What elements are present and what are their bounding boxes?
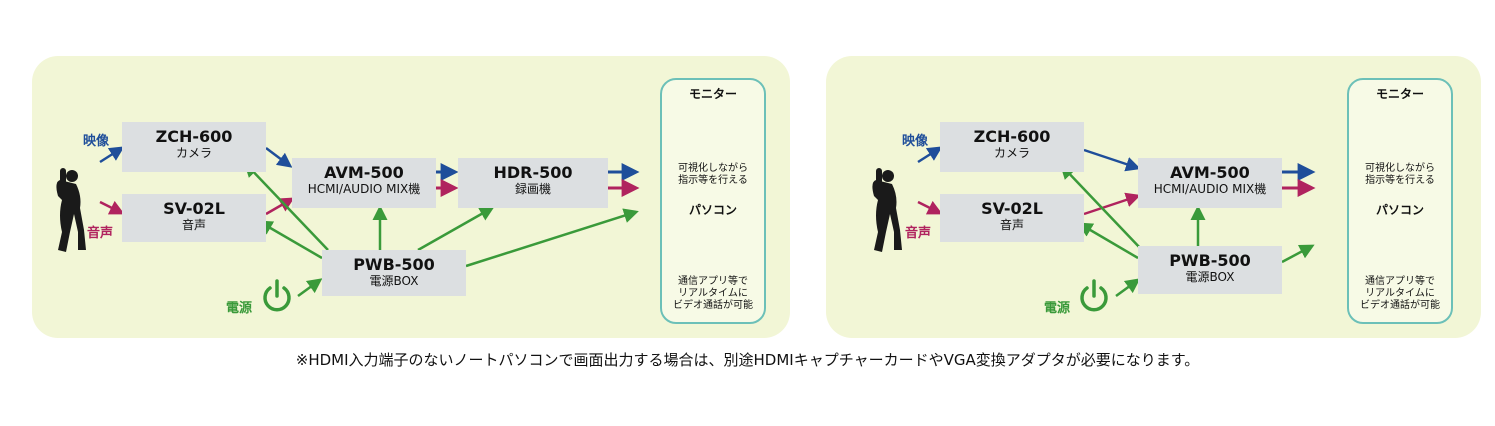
input-video-label: 映像 (83, 134, 110, 149)
zch-600-box: ZCH-600 カメラ (122, 122, 266, 172)
arrow-pwb-out-left (465, 208, 639, 268)
arrow-power-pwb-right (1115, 278, 1141, 298)
pc-desc-2: リアルタイムに (1365, 288, 1435, 299)
pwb-desc: 電源BOX (369, 274, 419, 288)
sv-desc: 音声 (181, 218, 206, 232)
arrow-zch-avm-right (1083, 148, 1141, 172)
pwb-model: PWB-500 (1169, 251, 1251, 270)
monitor-title: モニター (688, 87, 737, 101)
pc-desc-3: ビデオ通話が可能 (673, 300, 753, 311)
arrow-sv-avm-left (265, 197, 295, 216)
arrow-video-in-right (917, 146, 943, 164)
zch-600-box: ZCH-600 カメラ (940, 122, 1084, 172)
power-label: 電源 (226, 301, 253, 316)
pc-desc-2: リアルタイムに (678, 288, 748, 299)
avm-desc: HCMI/AUDIO MIX機 (307, 182, 421, 196)
arrow-audio-in-right (917, 200, 943, 215)
pc-desc-1: 通信アプリ等で (1365, 276, 1435, 287)
power-label: 電源 (1044, 301, 1071, 316)
avm-500-box: AVM-500 HCMI/AUDIO MIX機 (292, 158, 436, 208)
footnote: ※HDMI入力端子のないノートパソコンで画面出力する場合は、別途HDMIキャプチ… (295, 351, 1200, 369)
arrow-sv-avm-right (1083, 192, 1141, 216)
power-icon (263, 279, 291, 312)
avm-desc: HCMI/AUDIO MIX機 (1153, 182, 1267, 196)
zch-model: ZCH-600 (973, 127, 1051, 146)
sv-model: SV-02L (981, 199, 1043, 218)
pwb-500-box: PWB-500 電源BOX (322, 250, 466, 296)
pc-desc-3: ビデオ通話が可能 (1360, 300, 1440, 311)
arrow-pwb-sv-right (1077, 222, 1139, 260)
monitor-desc-1: 可視化しながら (678, 163, 748, 174)
input-audio-label: 音声 (905, 226, 932, 241)
arrow-pwb-zch-left (243, 161, 329, 251)
diver-icon (872, 168, 902, 252)
avm-model: AVM-500 (1170, 163, 1250, 182)
monitor-desc-2: 指示等を行える (678, 175, 748, 186)
arrow-video-in-left (99, 146, 125, 164)
sv-02l-box: SV-02L 音声 (940, 194, 1084, 242)
sv-02l-box: SV-02L 音声 (122, 194, 266, 242)
hdr-desc: 録画機 (514, 182, 551, 196)
zch-desc: カメラ (175, 146, 212, 160)
zch-model: ZCH-600 (155, 127, 233, 146)
zch-desc: カメラ (993, 146, 1030, 160)
arrow-zch-avm-left (265, 147, 293, 168)
avm-500-box: AVM-500 HCMI/AUDIO MIX機 (1138, 158, 1282, 208)
arrow-audio-in-left (99, 200, 125, 215)
pc-desc-1: 通信アプリ等で (678, 276, 748, 287)
diver-icon (56, 168, 86, 252)
arrow-pwb-zch-right (1059, 163, 1143, 251)
arrow-pwb-out-right (1281, 244, 1315, 264)
avm-model: AVM-500 (324, 163, 404, 182)
hdr-500-box: HDR-500 録画機 (458, 158, 608, 208)
pwb-model: PWB-500 (353, 255, 435, 274)
pwb-desc: 電源BOX (1185, 270, 1235, 284)
pc-title: パソコン (1375, 203, 1424, 217)
pc-title: パソコン (688, 203, 737, 217)
sv-desc: 音声 (999, 218, 1024, 232)
sv-model: SV-02L (163, 199, 225, 218)
output-devices-box: モニター 可視化しながら 指示等を行える パソコン 通信アプリ等で リアルタイム… (1347, 78, 1453, 324)
input-video-label: 映像 (902, 134, 929, 149)
arrow-pwb-hdr-left (417, 206, 495, 252)
power-icon (1080, 279, 1108, 312)
input-audio-label: 音声 (87, 226, 114, 241)
arrow-pwb-sv-left (257, 220, 323, 260)
pwb-500-box: PWB-500 電源BOX (1138, 246, 1282, 294)
hdr-model: HDR-500 (493, 163, 573, 182)
monitor-desc-2: 指示等を行える (1365, 175, 1435, 186)
monitor-title: モニター (1375, 87, 1424, 101)
output-devices-box: モニター 可視化しながら 指示等を行える パソコン 通信アプリ等で リアルタイム… (660, 78, 766, 324)
monitor-desc-1: 可視化しながら (1365, 163, 1435, 174)
arrow-power-pwb-left (297, 278, 323, 298)
